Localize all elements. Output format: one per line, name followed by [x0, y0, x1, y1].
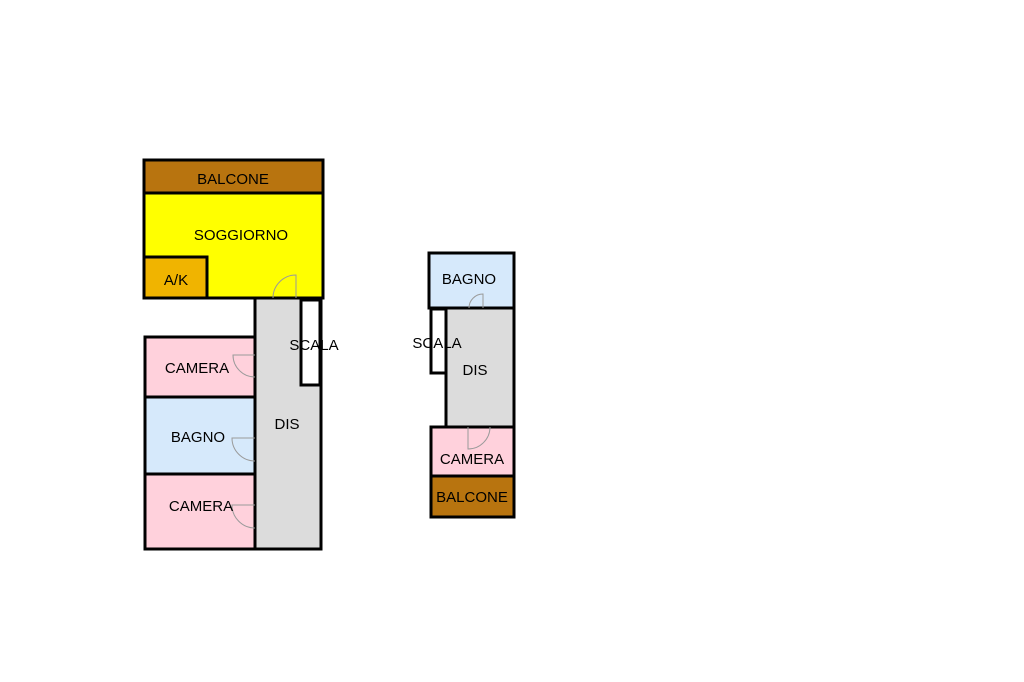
label-scala: SCALA: [289, 337, 338, 354]
door-arc-camera-top: [232, 354, 256, 378]
label-dis: DIS: [274, 416, 299, 433]
door-arc-bagno-right: [468, 293, 484, 309]
door-arc-bagno: [231, 437, 256, 462]
label-balcone-right: BALCONE: [436, 489, 508, 506]
room-cucina: [142, 255, 209, 300]
room-scala: [299, 298, 322, 387]
label-cucina: A/K: [164, 272, 188, 289]
label-soggiorno: SOGGIORNO: [194, 227, 288, 244]
door-arc-camera-bottom: [231, 504, 256, 529]
left-unit: BALCONE SOGGIORNO A/K SCALA CAMERA BAGNO…: [142, 158, 339, 551]
label-bagno: BAGNO: [171, 429, 225, 446]
room-scala-right: [429, 307, 448, 375]
room-balcone-right: [429, 474, 516, 519]
label-camera-bottom: CAMERA: [169, 498, 233, 515]
door-arc-camera-right: [467, 426, 491, 450]
label-camera-top: CAMERA: [165, 360, 229, 377]
room-camera-bottom: [143, 472, 257, 551]
room-camera-right: [429, 425, 516, 478]
label-dis-right: DIS: [462, 362, 487, 379]
label-bagno-right: BAGNO: [442, 271, 496, 288]
label-balcone: BALCONE: [197, 171, 269, 188]
door-arc-soggiorno: [272, 274, 297, 299]
right-unit: BAGNO SCALA DIS CAMERA BALCONE: [412, 251, 516, 519]
label-scala-right: SCALA: [412, 335, 461, 352]
label-camera-right: CAMERA: [440, 451, 504, 468]
room-bagno-right: [427, 251, 516, 310]
